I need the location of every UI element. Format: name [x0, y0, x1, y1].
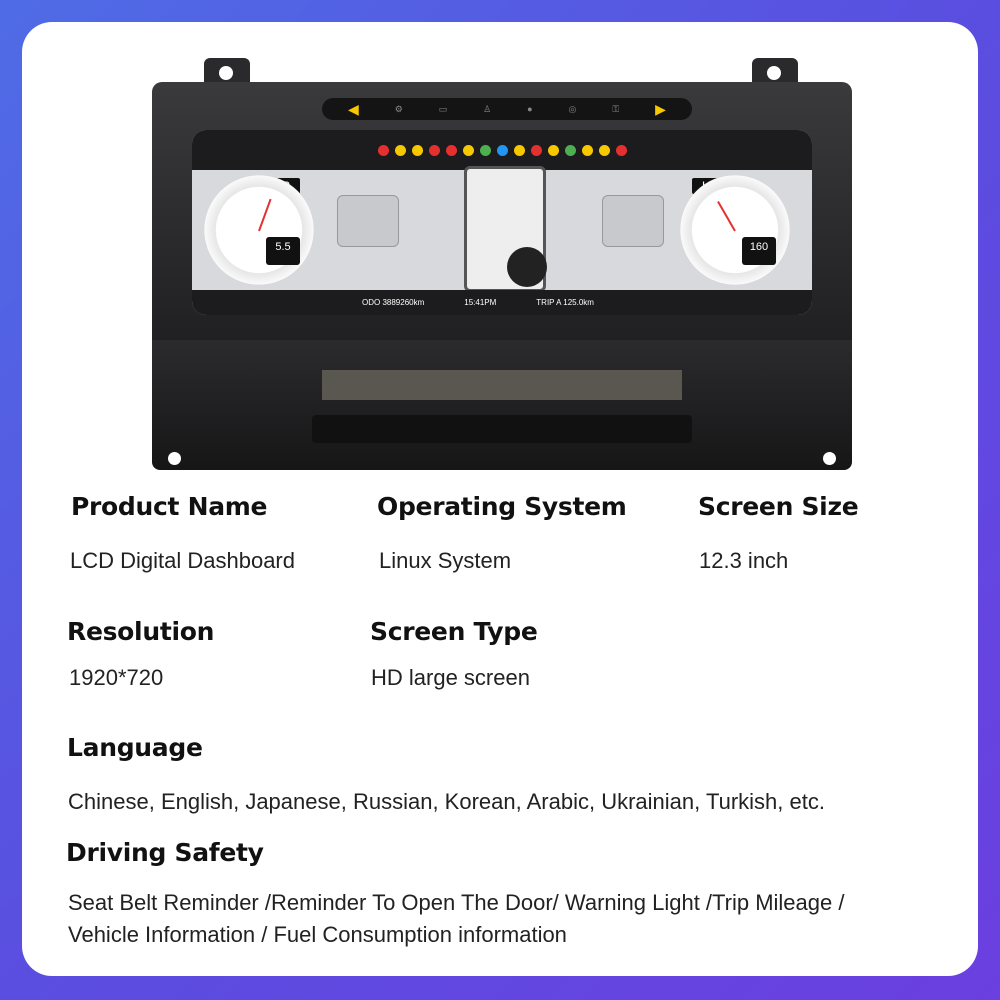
- warning-light-icon: [428, 144, 440, 156]
- key-icon: ⚿: [612, 103, 620, 114]
- warning-light-icon: [530, 144, 542, 156]
- driving-safety-heading: Driving Safety: [66, 838, 264, 867]
- speed-readout: 160: [742, 237, 776, 265]
- warning-light-icon: [513, 144, 525, 156]
- dashboard-image: ◀ ⚙ ▭ ♙ ● ◎ ⚿ ▶: [152, 40, 872, 500]
- vehicle-top-view: [464, 166, 547, 292]
- resolution-value: 1920*720: [69, 665, 164, 690]
- arrow-right-icon: ▶: [655, 100, 666, 117]
- product-name-value: LCD Digital Dashboard: [70, 548, 295, 573]
- warning-lights-bar: [192, 130, 812, 170]
- indicator-strip: ◀ ⚙ ▭ ♙ ● ◎ ⚿ ▶: [322, 98, 692, 120]
- seatbelt-icon: ♙: [483, 103, 492, 114]
- trip-meter: TRIP A 125.0km: [536, 298, 594, 307]
- warning-light-icon: [394, 144, 406, 156]
- clock: 15:41PM: [464, 298, 497, 307]
- odometer: ODO 3889260km: [362, 298, 425, 307]
- warning-light-icon: [411, 144, 423, 156]
- warning-light-icon: [445, 144, 457, 156]
- incline-indicator-right: [602, 195, 664, 247]
- warning-light-icon: [581, 144, 593, 156]
- screen-type-value: HD large screen: [371, 665, 530, 690]
- tachometer-needle: [258, 198, 272, 232]
- product-card: ◀ ⚙ ▭ ♙ ● ◎ ⚿ ▶: [22, 22, 978, 976]
- rpm-readout: 5.5: [266, 237, 300, 265]
- mounting-hole: [823, 452, 836, 465]
- battery-icon: ▭: [438, 103, 448, 114]
- trip-info-bar: ODO 3889260km 15:41PM TRIP A 125.0km: [192, 290, 812, 315]
- operating-system-heading: Operating System: [377, 492, 627, 521]
- warning-light-icon: [547, 144, 559, 156]
- warning-light-icon: [377, 144, 389, 156]
- warning-light-icon: [564, 144, 576, 156]
- warning-light-icon: [496, 144, 508, 156]
- operating-system-value: Linux System: [379, 548, 512, 573]
- screen-size-value: 12.3 inch: [699, 548, 789, 573]
- arrow-left-icon: ◀: [347, 100, 359, 117]
- resolution-heading: Resolution: [67, 617, 215, 646]
- product-name-heading: Product Name: [71, 492, 268, 521]
- language-heading: Language: [67, 733, 203, 762]
- warning-light-icon: [479, 144, 491, 156]
- engine-icon: ⚙: [394, 103, 403, 114]
- screen-type-heading: Screen Type: [370, 617, 538, 646]
- language-value: Chinese, English, Japanese, Russian, Kor…: [68, 789, 825, 814]
- speedometer-gauge: 160: [680, 175, 790, 285]
- speedometer-needle: [717, 201, 736, 232]
- airbag-icon: ●: [527, 104, 533, 114]
- dashboard-lower-housing: [152, 340, 852, 470]
- incline-indicator-left: [337, 195, 399, 247]
- tachometer-gauge: 5.5: [204, 175, 314, 285]
- mounting-hole: [168, 452, 181, 465]
- vent: [312, 415, 692, 443]
- warning-light-icon: [615, 144, 627, 156]
- display-slot: [322, 370, 682, 400]
- warning-light-icon: [462, 144, 474, 156]
- cruise-icon: ◎: [568, 103, 577, 114]
- driving-safety-value: Seat Belt Reminder /Reminder To Open The…: [68, 890, 845, 947]
- screen-size-heading: Screen Size: [698, 492, 859, 521]
- spare-tire-icon: [507, 247, 547, 287]
- dashboard-screen: P H4 5.5 160 ODO 3889260km 15:41PM TRIP …: [192, 130, 812, 315]
- warning-light-icon: [598, 144, 610, 156]
